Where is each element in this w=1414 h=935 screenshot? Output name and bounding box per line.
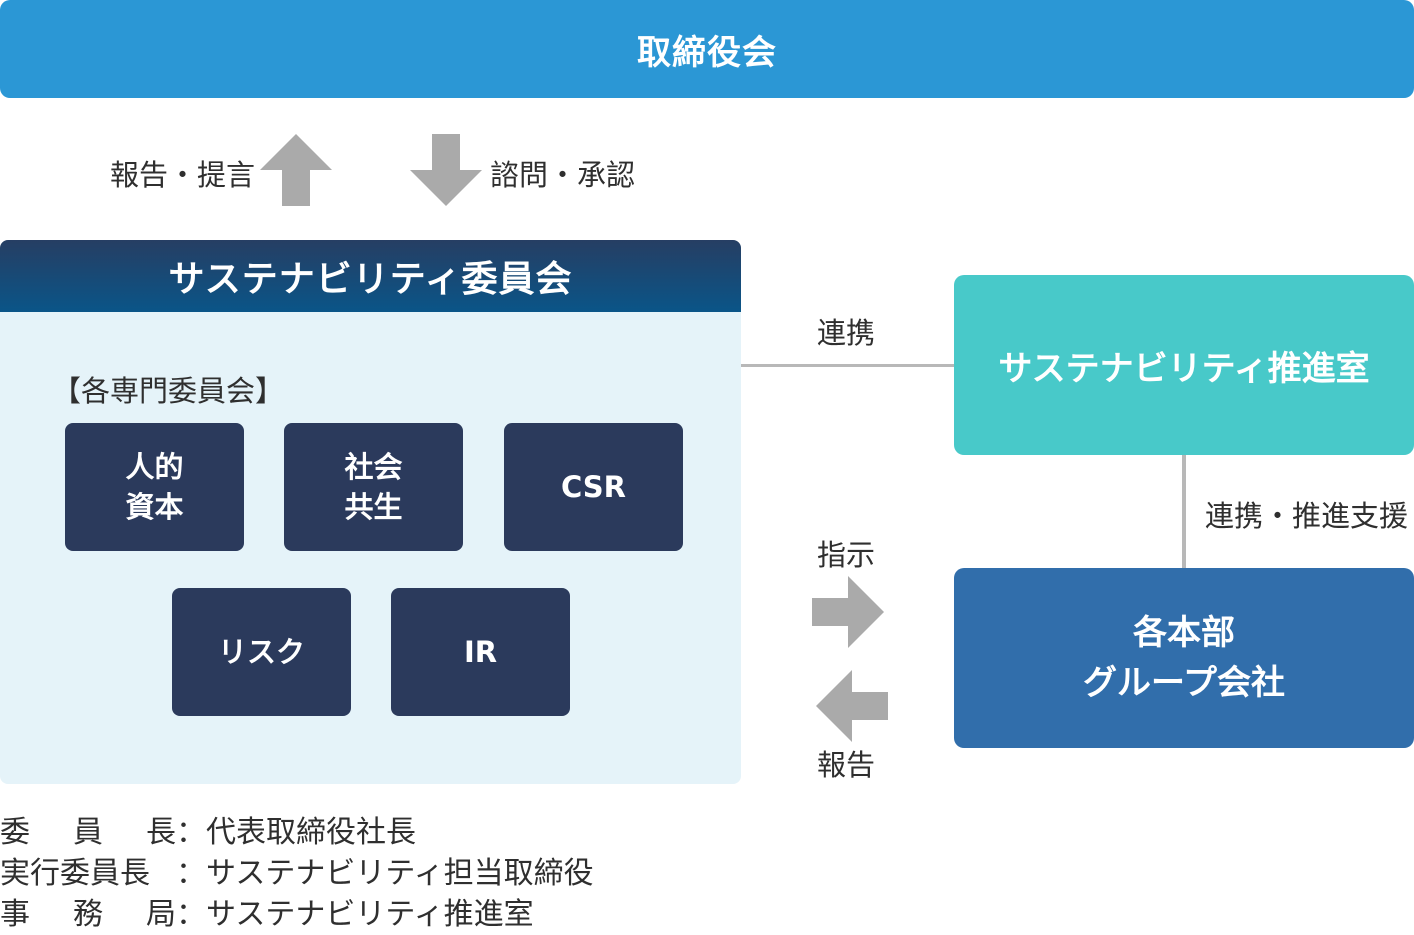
promotion-office-title: サステナビリティ推進室 (998, 348, 1370, 389)
board-title: 取締役会 (637, 32, 777, 73)
role-value: 代表取締役社長 (206, 815, 416, 850)
role-key-char: 局 (146, 897, 176, 932)
role-row-chair: 委 員 長 ： 代表取締役社長 (0, 812, 594, 853)
role-row-secretariat: 事 務 局 ： サステナビリティ推進室 (0, 894, 594, 935)
role-row-executive-chair: 実行委員長 ： サステナビリティ担当取締役 (0, 853, 594, 894)
role-key: 委 員 長 (0, 812, 176, 853)
role-key: 事 務 局 (0, 894, 176, 935)
sub-committee-label: 社会 (344, 450, 403, 484)
sub-committees-caption: 【各専門委員会】 (52, 374, 285, 408)
role-colon: ： (176, 815, 206, 850)
office-group-connector (1182, 455, 1186, 568)
arrow-up-icon (260, 134, 332, 206)
sub-committee-risk: リスク (172, 588, 351, 716)
role-key-char: 員 (73, 815, 103, 850)
role-key-char: 事 (0, 897, 30, 932)
arrow-left-icon (816, 670, 888, 742)
sub-committee-label: CSR (560, 470, 627, 504)
cooperation-label: 連携 (817, 316, 876, 350)
headquarters-group-companies-box: 各本部 グループ会社 (954, 568, 1414, 748)
committee-header: サステナビリティ委員会 (0, 240, 741, 312)
group-line-2: グループ会社 (1083, 663, 1285, 703)
sub-committee-csr: CSR (504, 423, 683, 551)
instruction-label: 指示 (817, 538, 876, 572)
arrow-down-icon (410, 134, 482, 206)
sub-committee-label: 人的 (125, 450, 184, 484)
committee-office-connector (741, 364, 954, 367)
role-value: サステナビリティ推進室 (206, 897, 534, 932)
board-of-directors-box: 取締役会 (0, 0, 1414, 98)
sub-committee-label: リスク (217, 635, 305, 669)
role-key-char: 務 (73, 897, 103, 932)
sub-committee-label: 資本 (125, 490, 184, 524)
sub-committee-human-capital: 人的 資本 (65, 423, 244, 551)
group-line-1: 各本部 (1133, 613, 1235, 653)
roles-list: 委 員 長 ： 代表取締役社長 実行委員長 ： サステナビリティ担当取締役 事 … (0, 812, 594, 935)
sustainability-committee-panel: サステナビリティ委員会 【各専門委員会】 人的 資本 社会 共生 CSR リスク… (0, 240, 741, 784)
arrow-right-icon (812, 576, 884, 648)
role-key-text: 実行委員長 (0, 856, 150, 891)
sub-committee-social-coexistence: 社会 共生 (284, 423, 463, 551)
sustainability-promotion-office-box: サステナビリティ推進室 (954, 275, 1414, 455)
role-colon: ： (176, 897, 206, 932)
role-key: 実行委員長 (0, 853, 176, 894)
sub-committee-label: IR (463, 635, 498, 669)
cooperation-support-label: 連携・推進支援 (1205, 499, 1409, 533)
role-value: サステナビリティ担当取締役 (206, 856, 594, 891)
consult-approve-label: 諮問・承認 (490, 158, 636, 192)
role-colon: ： (176, 856, 206, 891)
report-label: 報告 (817, 748, 876, 782)
report-proposal-label: 報告・提言 (110, 158, 256, 192)
sub-committee-label: 共生 (344, 490, 403, 524)
role-key-char: 委 (0, 815, 30, 850)
sub-committee-ir: IR (391, 588, 570, 716)
role-key-char: 長 (146, 815, 176, 850)
committee-title: サステナビリティ委員会 (168, 259, 573, 300)
